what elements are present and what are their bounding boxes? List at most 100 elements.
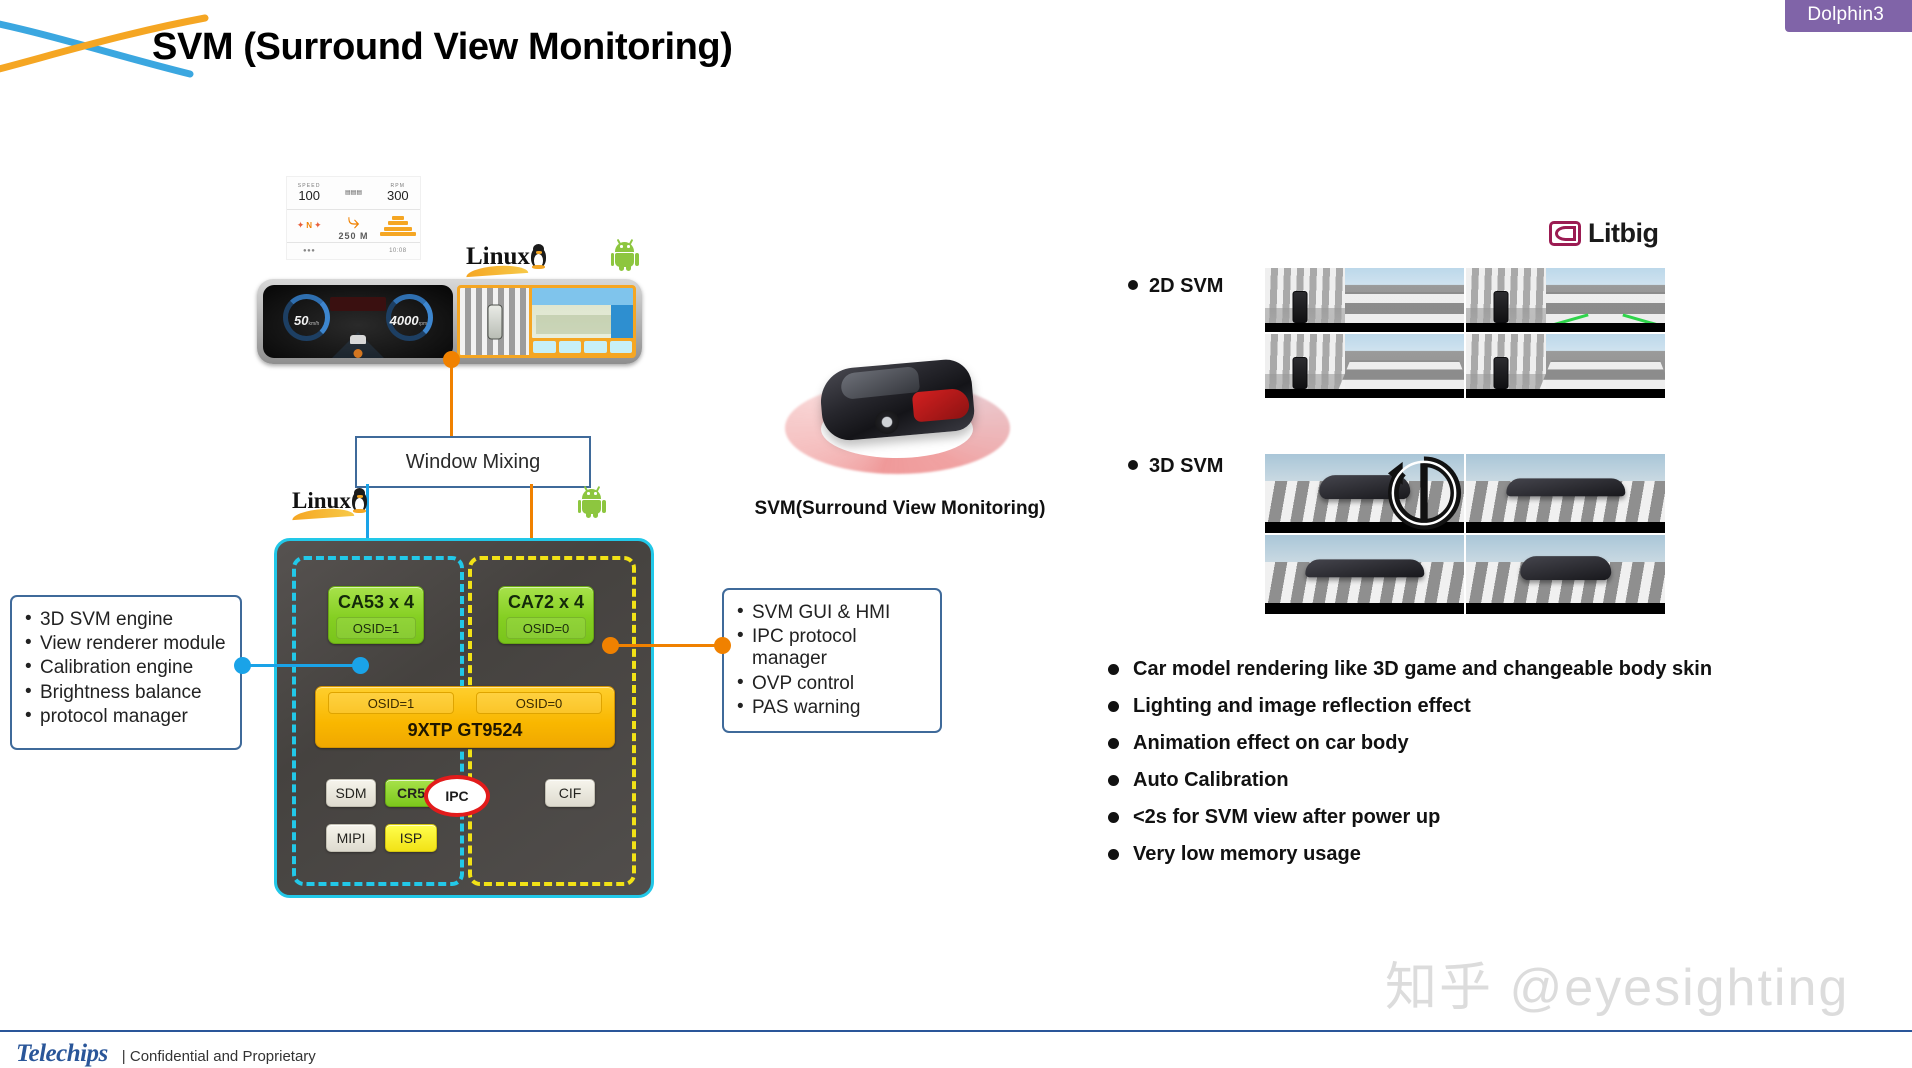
list-item: SVM GUI & HMI (737, 601, 926, 624)
connector-line-left-callout (242, 664, 360, 667)
list-item: View renderer module (25, 632, 226, 655)
gpu-osid-right: OSID=0 (476, 692, 602, 714)
litbig-mark-icon (1549, 221, 1581, 246)
core-label-ca53: CA53 x 4 (337, 592, 415, 612)
list-item: <2s for SVM view after power up (1108, 806, 1848, 829)
connector-line-mixing-to-android (530, 484, 533, 564)
core-osid-ca72: OSID=0 (505, 617, 587, 639)
surround-view-car-image (775, 340, 1025, 475)
bullet-dot-icon-2 (1128, 460, 1138, 470)
linux-logo-soc: Linux (291, 488, 368, 521)
hud-divider-2 (287, 242, 420, 243)
block-sdm: SDM (326, 779, 376, 807)
bullet-dot-icon (1108, 664, 1119, 675)
cluster-lead-car-icon (350, 335, 367, 344)
cluster-rpm-value: 4000rpm (389, 313, 428, 328)
status-badge-dolphin3: Dolphin3 (1785, 0, 1912, 32)
gpu-block: OSID=1 OSID=0 9XTP GT9524 (315, 686, 615, 748)
watermark-text: 知乎 @eyesighting (1385, 959, 1850, 1017)
hud-misc-text (331, 248, 375, 254)
cluster-speed-value: 50km/h (294, 313, 320, 328)
gear-diamond-icon-2: ✦ (314, 220, 322, 231)
telechips-logo: Telechips (16, 1040, 108, 1067)
camera-3d-view-front (1466, 535, 1665, 614)
list-item: Very low memory usage (1108, 843, 1848, 866)
bullet-dot-icon (1108, 738, 1119, 749)
hud-gear-indicator: ✦ N ✦ (296, 220, 322, 231)
connector-line-right-callout (610, 644, 728, 647)
list-item: Lighting and image reflection effect (1108, 695, 1848, 718)
bullet-dot-icon (1108, 701, 1119, 712)
feature-bullet-list: Car model rendering like 3D game and cha… (1108, 658, 1848, 880)
right-callout-list: SVM GUI & HMI IPC protocol manager OVP c… (734, 601, 926, 719)
footer-confidentiality-note: | Confidential and Proprietary (121, 1048, 316, 1065)
footer: Telechips | Confidential and Proprietary (16, 1040, 316, 1068)
speed-gauge-ring (283, 294, 330, 341)
list-item: protocol manager (25, 705, 226, 728)
list-item: IPC protocol manager (737, 625, 926, 670)
hud-distance: 250 M (338, 231, 369, 242)
list-item: Auto Calibration (1108, 769, 1848, 792)
gear-diamond-icon: ✦ (296, 220, 305, 231)
android-logo-top (610, 238, 639, 275)
navigation-panel (532, 288, 633, 355)
nav-button-1[interactable] (533, 341, 556, 353)
camera-view-front-guidelines (1466, 268, 1665, 332)
camera-view-right (1466, 334, 1665, 398)
gpu-osid-left: OSID=1 (328, 692, 454, 714)
list-item: Car model rendering like 3D game and cha… (1108, 658, 1848, 681)
section-label-3d-svm: 3D SVM (1128, 455, 1223, 478)
core-osid-ca53: OSID=1 (335, 617, 417, 639)
nav-button-4[interactable] (609, 341, 633, 353)
instrument-hud-graphic: SPEED 100 ▤▤▤ RPM 300 ✦ N ✦ ⤷ 250 M ●●● … (286, 176, 421, 260)
tux-penguin-icon-2 (351, 488, 368, 513)
car-rear-red-panel (911, 387, 971, 423)
list-item: PAS warning (737, 696, 926, 719)
hud-rpm-value: 300 (386, 187, 409, 203)
brand-swoosh-decoration (0, 14, 209, 78)
list-item: OVP control (737, 672, 926, 695)
hud-speed-label: SPEED (297, 182, 321, 189)
gpu-label: 9XTP GT9524 (407, 720, 523, 740)
core-cluster-ca53: CA53 x 4 OSID=1 (328, 586, 424, 644)
connector-line-ivi-to-mixing (450, 359, 453, 437)
core-label-ca72: CA72 x 4 (507, 592, 585, 612)
camera-view-front (1265, 268, 1464, 332)
hud-divider (287, 209, 420, 210)
android-robot-icon-2 (577, 485, 606, 518)
nav-button-2[interactable] (558, 341, 582, 353)
core-cluster-ca72: CA72 x 4 OSID=0 (498, 586, 594, 644)
instrument-cluster-screen: 50km/h 4000rpm (263, 285, 454, 358)
block-cif: CIF (545, 779, 595, 807)
android-robot-icon (610, 238, 639, 271)
window-mixing-label: Window Mixing (405, 450, 541, 473)
demo-grid-2d-svm (1265, 268, 1665, 398)
car-image-caption: SVM(Surround View Monitoring) (754, 498, 1046, 519)
cluster-warning-icon (353, 349, 363, 358)
list-item: Brightness balance (25, 681, 226, 704)
tux-penguin-icon (530, 244, 547, 269)
connector-dot-left-zone (352, 657, 369, 674)
connector-line-mixing-to-linux (366, 484, 369, 564)
right-callout-box: SVM GUI & HMI IPC protocol manager OVP c… (722, 588, 942, 733)
linux-logo-top: Linux (465, 243, 547, 278)
ivi-display-screen (457, 285, 636, 358)
bullet-dot-icon (1108, 812, 1119, 823)
nav-button-3[interactable] (584, 341, 607, 353)
list-item: Animation effect on car body (1108, 732, 1848, 755)
cluster-top-info-strip (330, 297, 387, 311)
rpm-gauge-ring (386, 294, 434, 341)
hud-wifi-icon: ●●● (302, 247, 316, 254)
camera-3d-view-side-left (1265, 535, 1464, 614)
section-label-2d-svm: 2D SVM (1128, 275, 1223, 298)
left-callout-box: 3D SVM engine View renderer module Calib… (10, 595, 242, 750)
camera-view-left (1265, 334, 1464, 398)
litbig-wordmark: Litbig (1588, 218, 1659, 248)
left-callout-list: 3D SVM engine View renderer module Calib… (22, 608, 226, 728)
bullet-dot-icon (1128, 280, 1138, 290)
partner-logo-litbig: Litbig (1549, 218, 1659, 249)
rotate-360-icon (1387, 456, 1462, 530)
hud-car-icon: ▤▤▤ (344, 189, 362, 196)
connector-dot-right-callout (714, 637, 731, 654)
window-mixing-box: Window Mixing (355, 436, 591, 488)
